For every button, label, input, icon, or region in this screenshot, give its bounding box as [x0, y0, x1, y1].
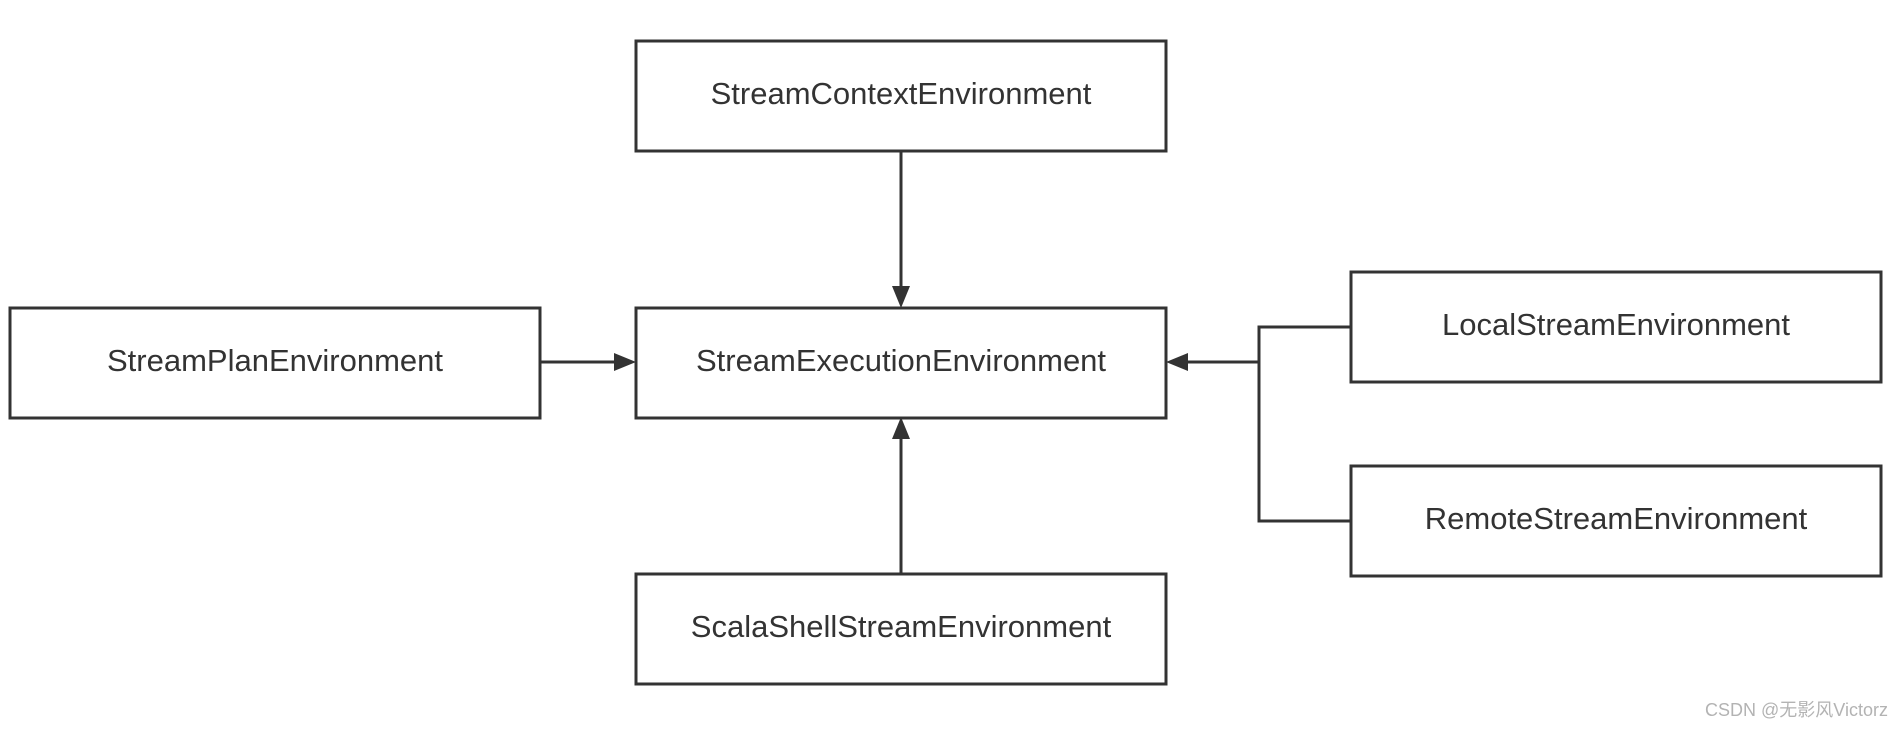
node-label-execution: StreamExecutionEnvironment: [696, 343, 1106, 378]
node-label-scala: ScalaShellStreamEnvironment: [691, 609, 1112, 644]
node-label-local: LocalStreamEnvironment: [1442, 307, 1790, 342]
node-stream-execution-environment: StreamExecutionEnvironment: [634, 306, 1168, 420]
edges: [540, 151, 1351, 574]
edge-local-to-execution: [1257, 325, 1351, 362]
node-stream-plan-environment: StreamPlanEnvironment: [8, 306, 542, 420]
edge-remote-to-execution: [1257, 362, 1351, 523]
node-remote-stream-environment: RemoteStreamEnvironment: [1349, 464, 1883, 578]
node-label-context: StreamContextEnvironment: [711, 76, 1092, 111]
node-scala-shell-stream-environment: ScalaShellStreamEnvironment: [634, 572, 1168, 686]
arrowhead-scala-to-execution: [892, 417, 910, 439]
arrowhead-context-to-execution: [892, 286, 910, 308]
node-label-remote: RemoteStreamEnvironment: [1425, 501, 1808, 536]
node-stream-context-environment: StreamContextEnvironment: [634, 39, 1168, 153]
watermark-text: CSDN @无影风Victorz: [1705, 700, 1888, 720]
arrowhead-plan-to-execution: [614, 353, 636, 371]
node-label-plan: StreamPlanEnvironment: [107, 343, 443, 378]
node-local-stream-environment: LocalStreamEnvironment: [1349, 270, 1883, 384]
arrowhead-trunk-to-execution: [1166, 353, 1188, 371]
